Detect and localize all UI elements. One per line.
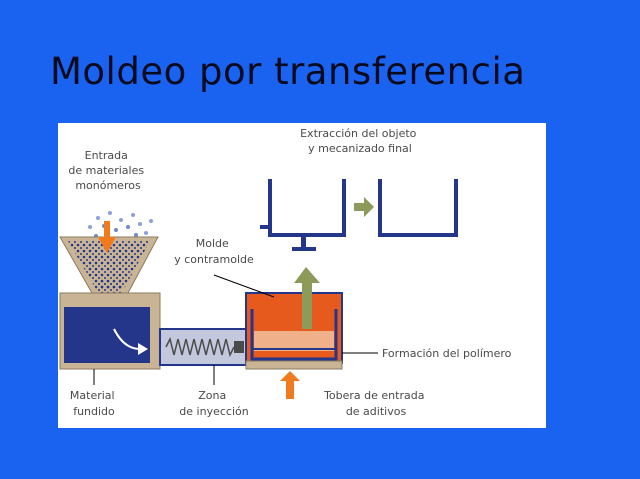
injection-zone <box>159 328 247 366</box>
mold <box>245 292 343 370</box>
screw-spring-icon <box>165 336 235 358</box>
flow-arrow-icon <box>113 328 141 350</box>
next-step-arrow-icon <box>354 197 374 217</box>
label-material: Material fundido <box>70 389 118 418</box>
molde-leader-line <box>213 274 275 298</box>
extracted-object <box>260 179 346 251</box>
label-zona: Zona de inyección <box>179 389 248 418</box>
label-entrada: Entrada de materiales monómeros <box>68 149 147 192</box>
label-molde: Molde y contramolde <box>174 237 254 266</box>
label-tobera: Tobera de entrada de aditivos <box>323 389 428 418</box>
diagram-panel: Entrada de materiales monómeros Extracci… <box>58 123 546 428</box>
label-formacion: Formación del polímero <box>382 347 512 360</box>
finished-object <box>378 179 458 237</box>
feed-arrow-icon <box>98 221 116 253</box>
nozzle-arrow-icon <box>280 371 300 399</box>
transfer-molding-diagram: Entrada de materiales monómeros Extracci… <box>59 127 512 418</box>
melt-chamber <box>59 292 161 370</box>
slide-title: Moldeo por transferencia <box>50 50 526 93</box>
label-extraccion: Extracción del objeto y mecanizado final <box>300 127 420 155</box>
extraction-arrow-icon <box>294 267 320 329</box>
